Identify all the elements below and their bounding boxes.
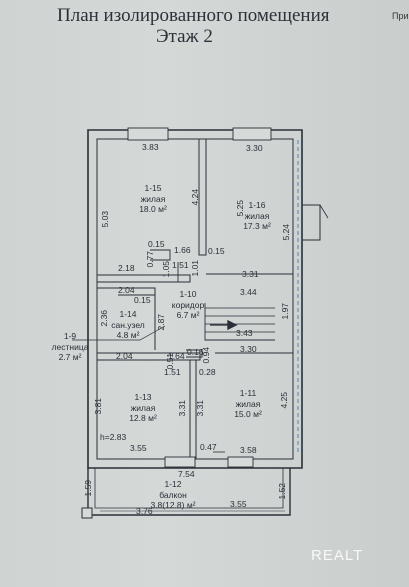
dim-label: 0.47 (200, 442, 217, 452)
dim-label: 1.66 (174, 245, 191, 255)
dim-label: 4.24 (190, 188, 201, 206)
room-id: 1-15 (144, 183, 162, 193)
room-area: 17.3 м² (243, 221, 271, 232)
dim-label: 2.87 (156, 313, 167, 331)
room-1-16: 1-16 жилая 17.3 м² (232, 200, 282, 232)
room-type: балкон (159, 489, 187, 500)
room-type: жилая (130, 402, 156, 413)
dim-label: 5.25 (235, 199, 246, 217)
room-id: 1-12 (164, 479, 182, 489)
room-1-12: 1-12 балкон 3.8(12.8) м² (140, 479, 206, 511)
dim-label: 0.77 (145, 250, 156, 268)
dim-label: 2.36 (99, 309, 110, 327)
room-area: 12.8 м² (129, 413, 157, 424)
dim-label: 3.30 (246, 143, 263, 153)
dim-label: 1.64 (168, 351, 185, 361)
dim-label: 1.51 (172, 260, 189, 270)
dim-label: 3.43 (236, 328, 253, 338)
room-type: лестница (51, 341, 89, 352)
room-id: 1-11 (239, 388, 257, 398)
dim-label: 3.55 (230, 499, 247, 509)
dim-label: 0.94 (201, 346, 212, 364)
room-area: 3.8(12.8) м² (150, 500, 196, 511)
dim-label: 0.16 (187, 347, 204, 357)
room-1-14: 1-14 сан.узел 4.8 м² (103, 309, 153, 341)
watermark-logo: REALT (311, 547, 364, 564)
dim-label: 0.28 (199, 367, 216, 377)
room-area: 6.7 м² (176, 310, 200, 321)
room-1-15: 1-15 жилая 18.0 м² (128, 183, 178, 215)
floor-label: Этаж 2 (156, 26, 213, 47)
room-1-11: 1-11 жилая 15.0 м² (223, 388, 273, 420)
room-type: жилая (140, 193, 166, 204)
dim-label: 0.15 (134, 295, 151, 305)
dim-label: 3.30 (240, 344, 257, 354)
room-area: 2.7 м² (58, 352, 82, 363)
dim-label: 0.51 (165, 352, 176, 370)
dim-label: 2.04 (116, 351, 133, 361)
dim-label: 3.31 (177, 399, 188, 417)
dim-label: 0.15 (148, 239, 165, 249)
room-id: 1-13 (134, 392, 152, 402)
dim-label: 0.15 (208, 246, 225, 256)
dim-label: 3.83 (142, 142, 159, 152)
room-area: 4.8 м² (116, 330, 140, 341)
dim-label: 3.44 (240, 287, 257, 297)
room-id: 1-10 (179, 289, 197, 299)
dim-label: 3.58 (240, 445, 257, 455)
room-id: 1-9 (63, 331, 77, 341)
room-type: жилая (244, 210, 270, 221)
dim-label: h=2.83 (100, 432, 127, 442)
dim-label: 4.25 (279, 391, 290, 409)
dim-label: 5.24 (281, 223, 292, 241)
dim-label: 1.51 (164, 367, 181, 377)
room-1-10: 1-10 коридор 6.7 м² (160, 289, 216, 321)
room-type: коридор (171, 299, 205, 310)
room-id: 1-14 (119, 309, 137, 319)
dim-label: 1.05 (161, 260, 172, 278)
room-type: жилая (235, 398, 261, 409)
dim-label: 3.31 (242, 269, 259, 279)
dim-label: 5.03 (100, 210, 111, 228)
dim-label: 3.76 (136, 506, 153, 516)
dim-label: 2.18 (118, 263, 135, 273)
plan-title: План изолированного помещения (57, 5, 330, 26)
room-type: сан.узел (111, 319, 145, 330)
room-1-9: 1-9 лестница 2.7 м² (47, 331, 93, 363)
room-area: 15.0 м² (234, 409, 262, 420)
dim-label: 3.31 (195, 399, 206, 417)
dim-label: 1.52 (277, 482, 288, 500)
dim-label: 2.04 (118, 285, 135, 295)
dim-label: 3.81 (93, 397, 104, 415)
room-id: 1-16 (248, 200, 266, 210)
room-1-13: 1-13 жилая 12.8 м² (118, 392, 168, 424)
dim-label: 3.55 (130, 443, 147, 453)
dim-label: 1.97 (280, 302, 291, 320)
corner-text: При (392, 11, 409, 21)
room-area: 18.0 м² (139, 204, 167, 215)
dim-label: 7.54 (178, 469, 195, 479)
dim-label: 1.01 (190, 259, 201, 277)
dim-label: 1.59 (83, 479, 94, 497)
